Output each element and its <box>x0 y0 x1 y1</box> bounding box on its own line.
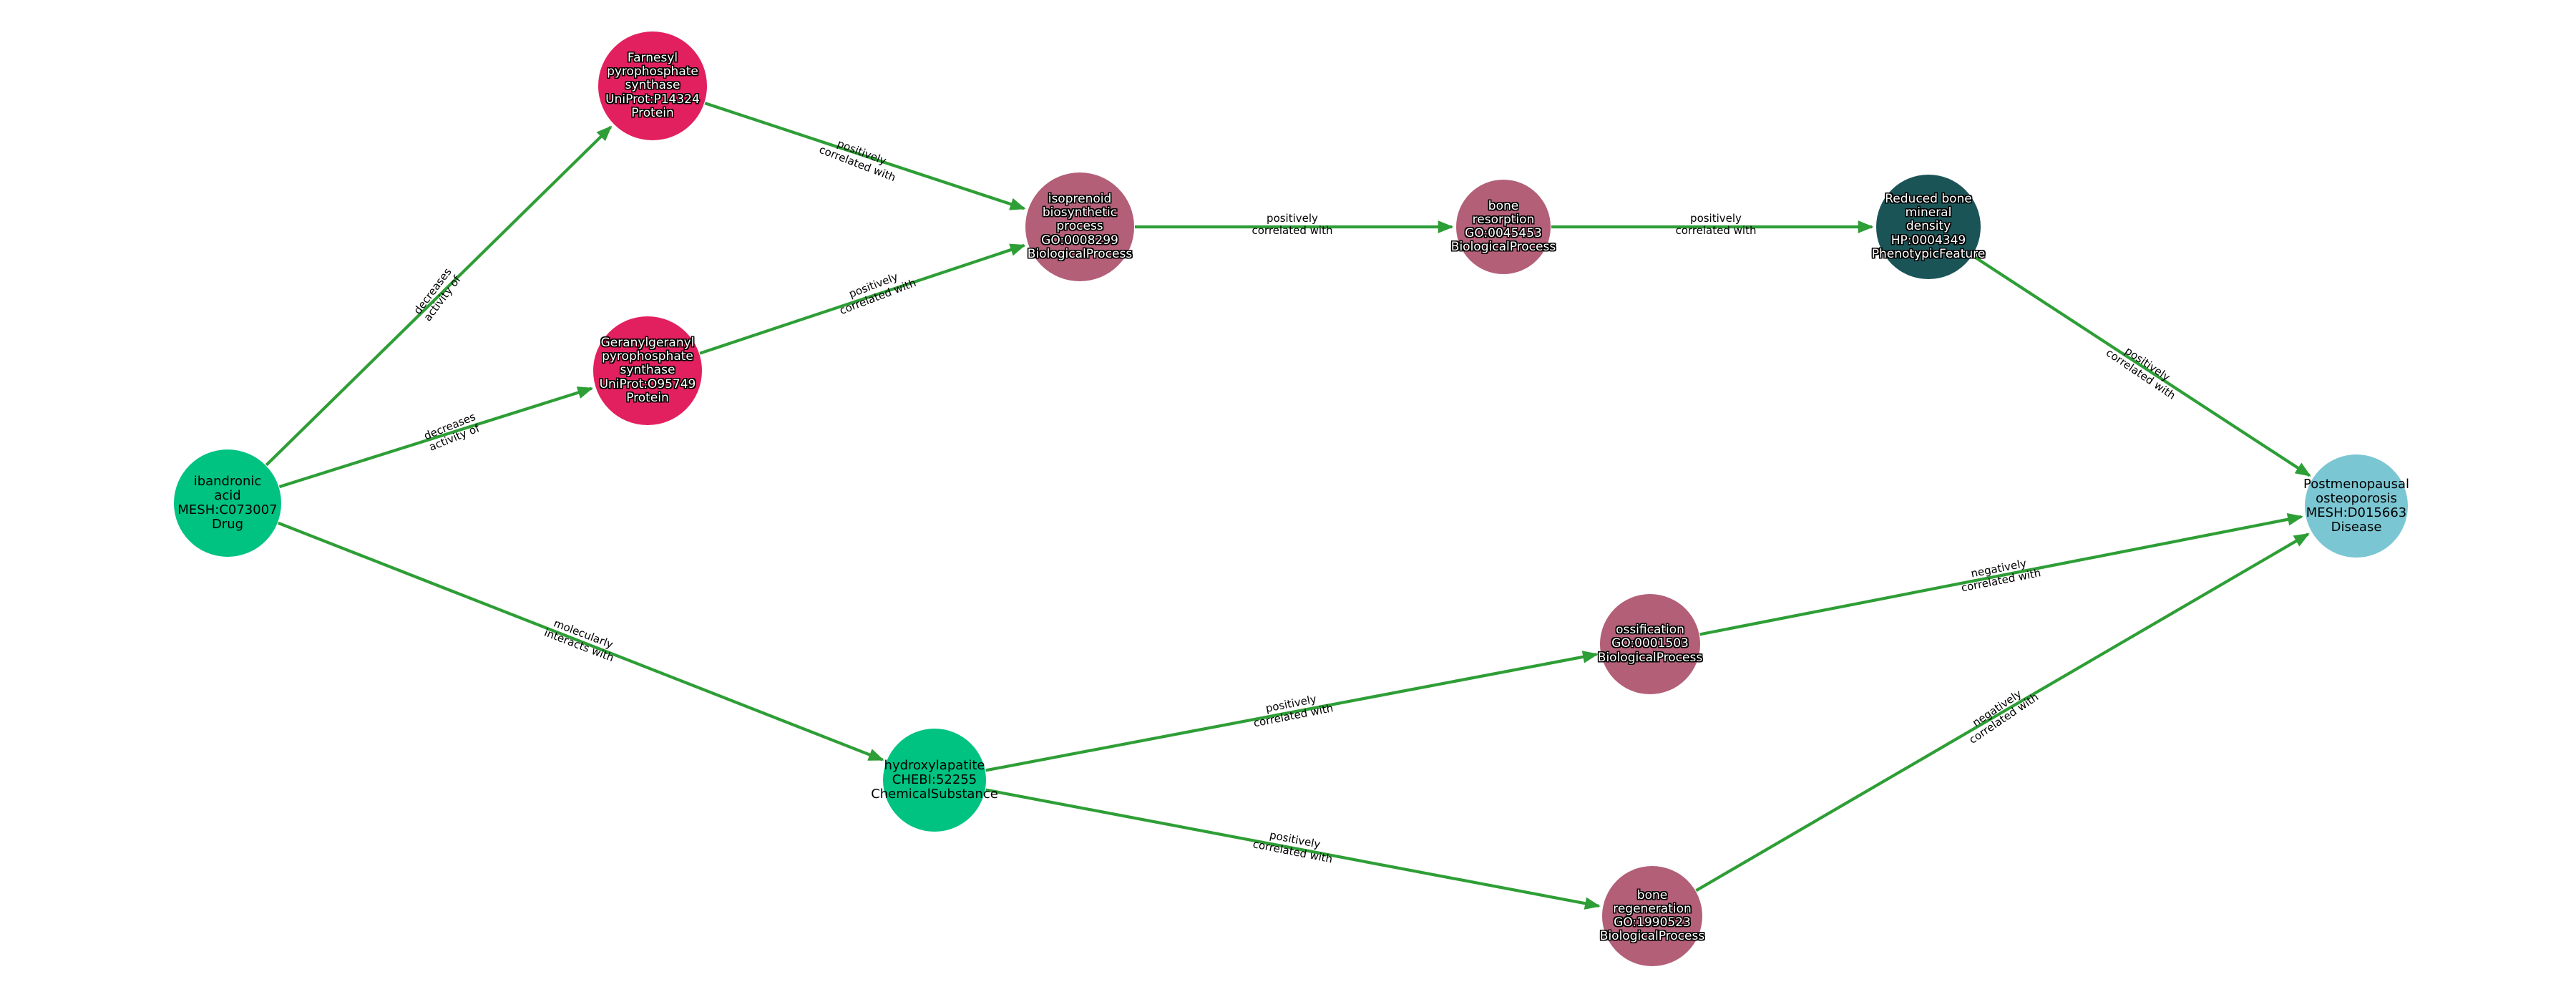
graph-edge <box>278 386 594 489</box>
graph-edge <box>1971 254 2311 477</box>
edge-label-e5: positively correlated with <box>1252 212 1333 238</box>
graph-edge <box>704 102 1026 210</box>
graph-edge <box>1695 532 2310 892</box>
graph-node-label: hydroxylapatite CHEBI:52255 ChemicalSubs… <box>871 757 998 802</box>
graph-edge <box>277 521 884 762</box>
graph-node-label: ossification GO:0001503 BiologicalProces… <box>1597 623 1703 665</box>
graph-edge <box>985 788 1601 910</box>
graph-node-reduced_bmd[interactable]: Reduced bone mineral density HP:0004349 … <box>1872 175 1985 279</box>
graph-node-osteoporosis[interactable]: Postmenopausal osteoporosis MESH:D015663… <box>2303 454 2409 558</box>
graph-node-farnesyl[interactable]: Farnesyl pyrophosphate synthase UniProt:… <box>598 31 707 140</box>
graph-node-label: bone regeneration GO:1990523 BiologicalP… <box>1599 887 1705 944</box>
graph-node-label: ibandronic acid MESH:C073007 Drug <box>177 473 278 532</box>
graph-node-ibandronic[interactable]: ibandronic acid MESH:C073007 Drug <box>174 449 281 557</box>
graph-node-ossification[interactable]: ossification GO:0001503 BiologicalProces… <box>1598 594 1702 694</box>
graph-node-label: Geranylgeranyl pyrophosphate synthase Un… <box>599 336 696 405</box>
graph-edge <box>699 243 1026 355</box>
graph-edge <box>265 125 613 467</box>
graph-node-label: isoprenoid biosynthetic process GO:00082… <box>1027 192 1133 261</box>
graph-node-geranylgeranyl[interactable]: Geranylgeranyl pyrophosphate synthase Un… <box>593 316 702 425</box>
graph-edge <box>985 651 1599 772</box>
graph-edge <box>1699 513 2303 636</box>
graph-node-resorption[interactable]: bone resorption GO:0045453 BiologicalPro… <box>1451 180 1556 274</box>
graph-node-hydroxylapatite[interactable]: hydroxylapatite CHEBI:52255 ChemicalSubs… <box>871 729 998 832</box>
graph-node-label: Reduced bone mineral density HP:0004349 … <box>1871 192 1986 261</box>
edge-label-e6: positively correlated with <box>1675 212 1757 238</box>
graph-node-label: bone resorption GO:0045453 BiologicalPro… <box>1450 198 1556 255</box>
graph-node-label: Farnesyl pyrophosphate synthase UniProt:… <box>605 51 700 120</box>
graph-node-label: Postmenopausal osteoporosis MESH:D015663… <box>2303 476 2409 535</box>
graph-node-isoprenoid[interactable]: isoprenoid biosynthetic process GO:00082… <box>1025 172 1134 281</box>
graph-node-regeneration[interactable]: bone regeneration GO:1990523 BiologicalP… <box>1600 866 1704 966</box>
